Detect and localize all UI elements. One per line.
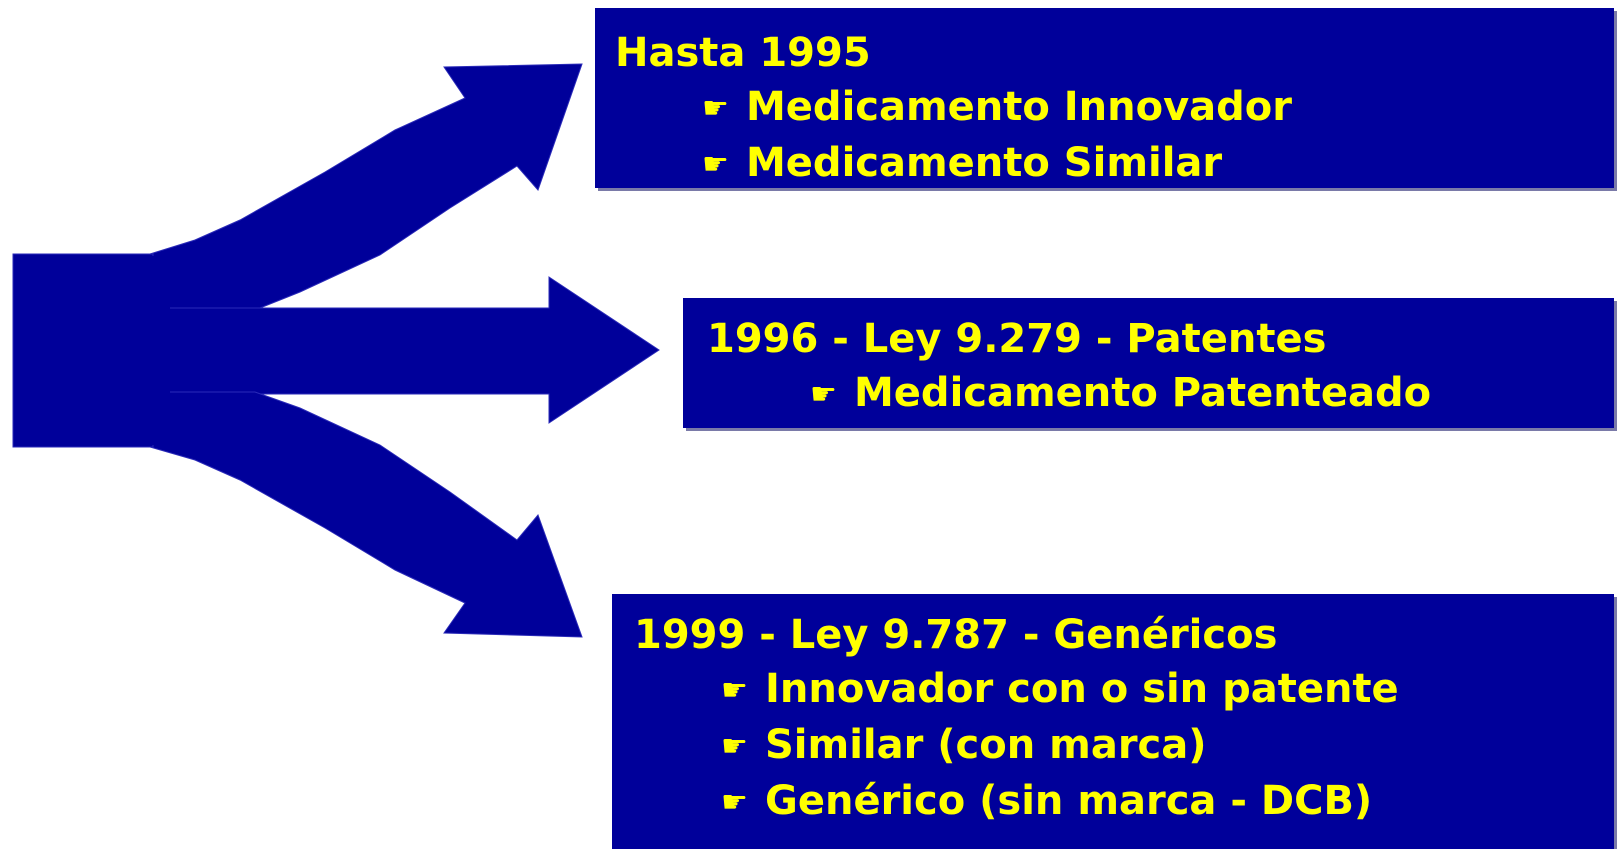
- list-item-label: Genérico (sin marca - DCB): [765, 778, 1373, 824]
- box-1996-ley-patentes: 1996 - Ley 9.279 - Patentes ☛ Medicamento…: [683, 298, 1614, 428]
- list-item: ☛ Innovador con o sin patente: [634, 662, 1614, 718]
- pointing-hand-icon: ☛: [721, 729, 748, 764]
- box-heading: 1999 - Ley 9.787 - Genéricos: [634, 612, 1278, 658]
- list-item-label: Innovador con o sin patente: [765, 666, 1399, 712]
- list-item: ☛ Genérico (sin marca - DCB): [634, 774, 1614, 830]
- list-item-label: Similar (con marca): [765, 722, 1207, 768]
- pointing-hand-icon: ☛: [702, 91, 729, 126]
- arrow-to-1999: [149, 391, 583, 638]
- pointing-hand-icon: ☛: [810, 377, 837, 412]
- pointing-hand-icon: ☛: [702, 147, 729, 182]
- list-item: ☛ Medicamento Patenteado: [707, 366, 1614, 422]
- box-hasta-1995: Hasta 1995 ☛ Medicamento Innovador ☛ Medic…: [595, 8, 1614, 188]
- list-item-label: Medicamento Patenteado: [854, 370, 1432, 416]
- pointing-hand-icon: ☛: [721, 785, 748, 820]
- pointing-hand-icon: ☛: [721, 673, 748, 708]
- list-item: ☛ Medicamento Similar: [615, 136, 1614, 192]
- list-item: ☛ Medicamento Innovador: [615, 80, 1614, 136]
- list-item-label: Medicamento Innovador: [746, 84, 1293, 130]
- arrow-trunk: [12, 253, 154, 448]
- list-item-label: Medicamento Similar: [746, 140, 1223, 186]
- box-heading: 1996 - Ley 9.279 - Patentes: [707, 316, 1327, 362]
- box-1999-ley-genericos: 1999 - Ley 9.787 - Genéricos ☛ Innovador …: [612, 594, 1614, 849]
- list-item: ☛ Similar (con marca): [634, 718, 1614, 774]
- box-heading: Hasta 1995: [615, 30, 871, 76]
- arrow-to-1995: [149, 63, 583, 311]
